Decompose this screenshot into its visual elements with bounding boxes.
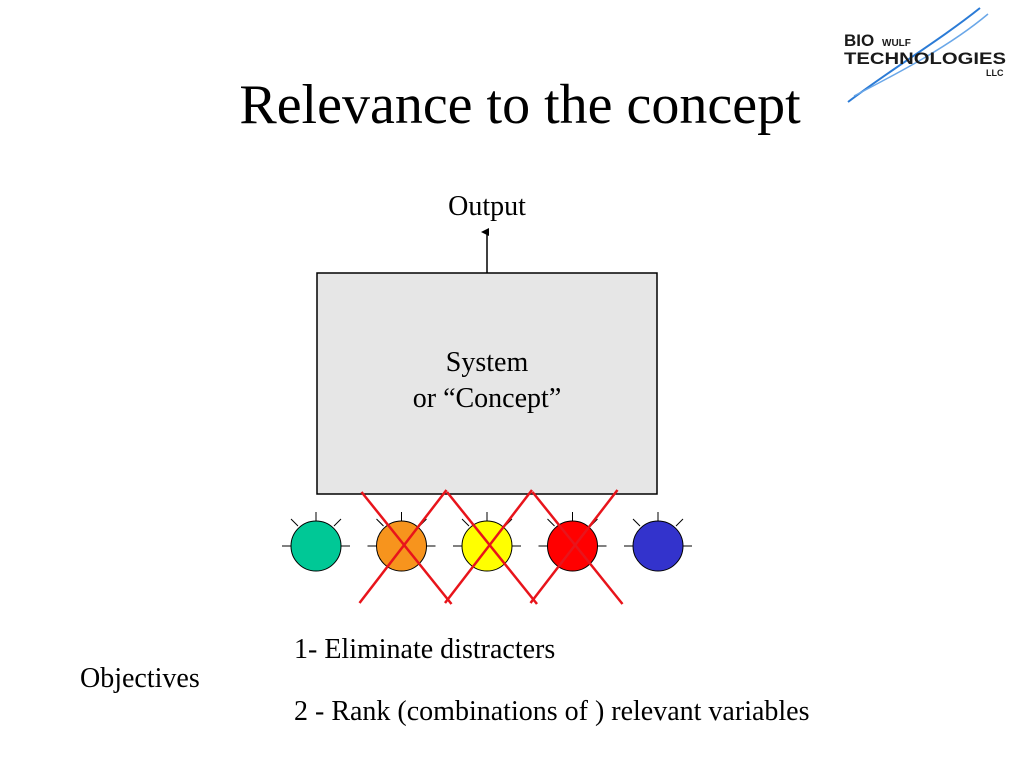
input-variable-5	[624, 512, 692, 572]
logo-swoosh-2	[853, 13, 989, 97]
output-label: Output	[448, 191, 526, 222]
bulb-tick	[333, 518, 342, 527]
bulb-tick	[461, 518, 470, 527]
input-variable-2	[358, 489, 453, 605]
logo-text-llc: LLC	[986, 68, 1004, 78]
input-variables	[282, 489, 692, 605]
input-bulb	[290, 520, 342, 572]
system-label: System or “Concept”	[317, 345, 657, 417]
system-box	[316, 272, 658, 495]
bulb-tick	[376, 518, 384, 527]
cross-out-stroke	[529, 489, 619, 604]
input-bulb	[632, 520, 684, 572]
cross-out-stroke	[360, 491, 453, 605]
cross-out-stroke	[446, 491, 538, 605]
logo-text-bio: BIO	[844, 31, 874, 50]
input-variable-3	[444, 489, 538, 605]
objectives-label: Objectives	[80, 663, 200, 694]
bulb-tick	[675, 518, 684, 527]
objective-item-1: 1- Eliminate distracters	[294, 634, 556, 665]
cross-out-stroke	[531, 491, 624, 605]
system-label-line1: System	[445, 347, 529, 378]
bulb-tick	[547, 518, 555, 527]
cross-out-stroke	[358, 489, 448, 604]
biowulf-logo: BIO WULF TECHNOLOGIES LLC	[844, 7, 1006, 103]
bulb-tick	[632, 518, 641, 527]
input-variable-4	[529, 489, 624, 605]
bulb-tick	[290, 518, 299, 527]
slide-title: Relevance to the concept	[239, 74, 801, 136]
input-variable-1	[282, 512, 350, 572]
system-label-line2: or “Concept”	[412, 383, 562, 414]
logo-text-wulf: WULF	[882, 38, 911, 49]
objective-item-2: 2 - Rank (combinations of ) relevant var…	[294, 696, 810, 727]
logo-text-technologies: TECHNOLOGIES	[844, 49, 1006, 68]
cross-out-stroke	[444, 489, 533, 604]
